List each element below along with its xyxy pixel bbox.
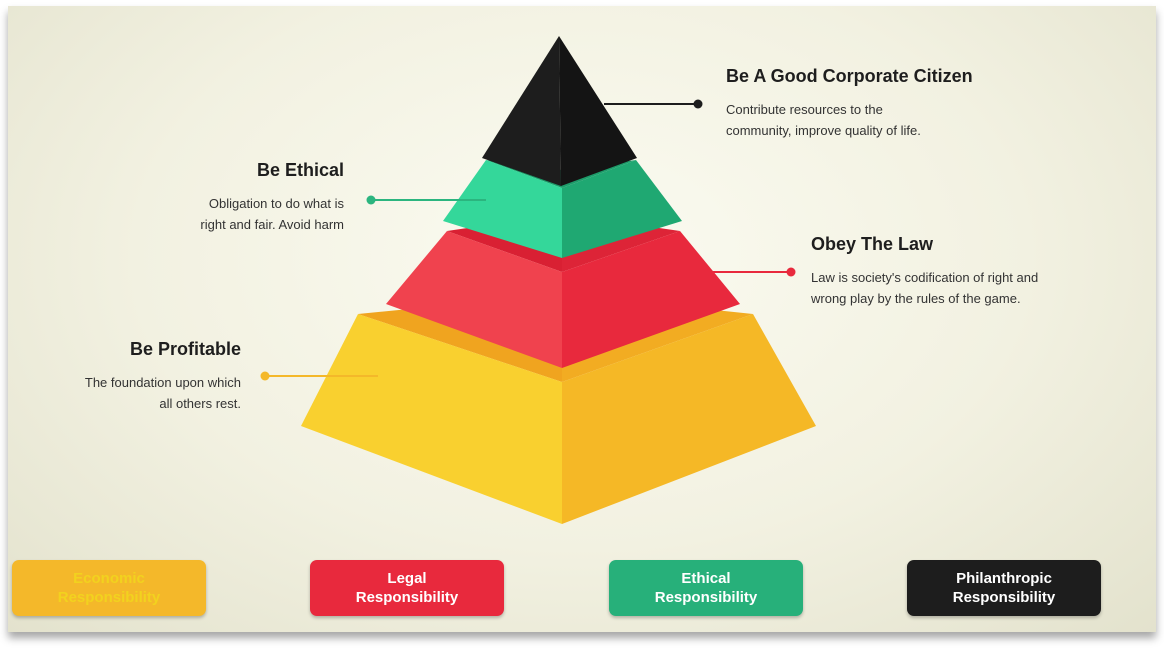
ethical-tier xyxy=(443,160,682,258)
slide: Be A Good Corporate Citizen Contribute r… xyxy=(8,6,1156,632)
philanthropic-description: Contribute resources to the community, i… xyxy=(726,102,921,138)
economic-responsibility-label: Economic Responsibility xyxy=(57,570,161,606)
philanthropic-responsibility-button[interactable]: Philanthropic Responsibility xyxy=(907,560,1101,616)
ethical-responsibility-label: Ethical Responsibility xyxy=(654,570,758,606)
legal-callout: Obey The Law Law is society's codificati… xyxy=(811,234,1151,309)
connector-philanthropic xyxy=(604,99,703,109)
economic-title: Be Profitable xyxy=(129,339,241,359)
ethical-callout: Be Ethical Obligation to do what is righ… xyxy=(88,160,344,235)
legal-responsibility-label: Legal Responsibility xyxy=(355,570,459,606)
philanthropic-callout: Be A Good Corporate Citizen Contribute r… xyxy=(726,66,1146,141)
ethical-title: Be Ethical xyxy=(256,160,344,180)
ethical-responsibility-button[interactable]: Ethical Responsibility xyxy=(609,560,803,616)
economic-responsibility-button[interactable]: Economic Responsibility xyxy=(12,560,206,616)
connector-ethical xyxy=(366,195,486,205)
economic-callout: Be Profitable The foundation upon which … xyxy=(28,339,241,414)
philanthropic-responsibility-label: Philanthropic Responsibility xyxy=(952,570,1056,606)
connector-economic xyxy=(260,371,378,381)
philanthropic-tier xyxy=(482,36,637,186)
legal-responsibility-button[interactable]: Legal Responsibility xyxy=(310,560,504,616)
legal-description: Law is society's codification of right a… xyxy=(811,270,1039,306)
legal-title: Obey The Law xyxy=(811,234,934,254)
economic-description: The foundation upon which all others res… xyxy=(84,375,241,411)
connector-legal xyxy=(678,267,796,277)
philanthropic-title: Be A Good Corporate Citizen xyxy=(726,66,973,86)
ethical-description: Obligation to do what is right and fair.… xyxy=(200,196,344,232)
pyramid-diagram xyxy=(260,36,816,524)
